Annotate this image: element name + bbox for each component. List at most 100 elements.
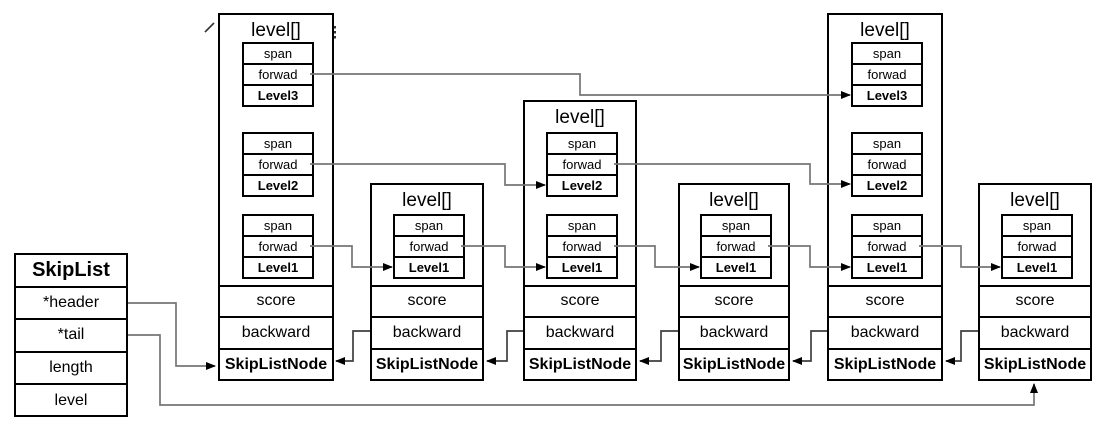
- node-1-score: score: [256, 292, 296, 309]
- node-2-score: score: [407, 292, 447, 309]
- node-2-type-name: SkipListNode: [375, 356, 479, 373]
- forward-cell: forwad: [395, 237, 463, 258]
- divider: [523, 285, 637, 287]
- forward-cell: forwad: [244, 65, 312, 86]
- level-name-cell: Level2: [866, 178, 908, 193]
- divider: [218, 285, 334, 287]
- forward-cell: forwad: [853, 155, 921, 176]
- level-name-cell: Level1: [561, 260, 603, 275]
- node-1-level-array-label: level[]: [251, 20, 301, 41]
- node-5-type-name: SkipListNode: [833, 356, 937, 373]
- backward-arrow-node4-node3: [639, 330, 678, 365]
- span-cell: span: [244, 44, 312, 65]
- forward-cell: forwad: [244, 237, 312, 258]
- span-cell: span: [548, 216, 616, 237]
- header-pointer-arrow: [128, 302, 216, 370]
- level-name-cell: Level1: [1016, 260, 1058, 275]
- divider: [14, 286, 128, 288]
- node-1-level1-entry: span forwad Level1: [242, 214, 314, 279]
- divider: [218, 316, 334, 318]
- span-cell: span: [702, 216, 770, 237]
- node-3-backward: backward: [545, 324, 615, 341]
- span-cell: span: [244, 134, 312, 155]
- forward-arrow-level2-node1-node3: [310, 163, 546, 189]
- forward-arrow-level2-node3-node5: [614, 163, 851, 188]
- node-6-type-name: SkipListNode: [983, 356, 1087, 373]
- node-2-level1-entry: span forwad Level1: [393, 214, 465, 279]
- divider: [14, 351, 128, 353]
- span-cell: span: [1003, 216, 1071, 237]
- node-1-level3-entry: span forwad Level3: [242, 42, 314, 107]
- span-cell: span: [395, 216, 463, 237]
- backward-arrow-node5-node4: [792, 330, 827, 365]
- node-3-level2-entry: span forwad Level2: [546, 132, 618, 197]
- node-6-level-array-label: level[]: [1010, 190, 1060, 211]
- forward-arrow-level3-node1-node5: [310, 73, 851, 99]
- backward-arrow-node6-node5: [945, 330, 978, 365]
- divider: [678, 285, 790, 287]
- node-5-level1-entry: span forwad Level1: [851, 214, 923, 279]
- divider: [370, 316, 484, 318]
- skiplist-field-level: level: [54, 392, 88, 409]
- node-3-level1-entry: span forwad Level1: [546, 214, 618, 279]
- node-3-score: score: [560, 292, 600, 309]
- divider: [978, 285, 1092, 287]
- forward-cell: forwad: [853, 237, 921, 258]
- node-6-level1-entry: span forwad Level1: [1001, 214, 1073, 279]
- level-name-cell: Level1: [866, 260, 908, 275]
- forward-cell: forwad: [548, 237, 616, 258]
- span-cell: span: [244, 216, 312, 237]
- divider: [978, 348, 1092, 350]
- node-4-score: score: [714, 292, 754, 309]
- level-name-cell: Level3: [257, 88, 299, 103]
- level-name-cell: Level1: [715, 260, 757, 275]
- level-name-cell: Level2: [561, 178, 603, 193]
- node-6-score: score: [1015, 292, 1055, 309]
- forward-cell: forwad: [702, 237, 770, 258]
- span-cell: span: [853, 44, 921, 65]
- node-1-type-name: SkipListNode: [224, 356, 328, 373]
- node-1-level2-entry: span forwad Level2: [242, 132, 314, 197]
- level-name-cell: Level1: [408, 260, 450, 275]
- skiplist-title: SkipList: [32, 259, 110, 281]
- node-5-level2-entry: span forwad Level2: [851, 132, 923, 197]
- divider: [978, 316, 1092, 318]
- level-name-cell: Level3: [866, 88, 908, 103]
- divider: [523, 316, 637, 318]
- divider: [827, 285, 943, 287]
- divider: [14, 318, 128, 320]
- divider: [827, 316, 943, 318]
- forward-cell: forwad: [1003, 237, 1071, 258]
- node-4-backward: backward: [699, 324, 769, 341]
- divider: [14, 383, 128, 385]
- node-5-level-array-label: level[]: [860, 20, 910, 41]
- node-1-backward: backward: [241, 324, 311, 341]
- backward-arrow-node2-node1: [335, 330, 370, 365]
- divider: [678, 316, 790, 318]
- node-5-backward: backward: [850, 324, 920, 341]
- skiplist-field-tail: *tail: [57, 326, 85, 343]
- node-2-backward: backward: [392, 324, 462, 341]
- node-4-level1-entry: span forwad Level1: [700, 214, 772, 279]
- node-5-level3-entry: span forwad Level3: [851, 42, 923, 107]
- node-3-type-name: SkipListNode: [528, 356, 632, 373]
- node-6-backward: backward: [1000, 324, 1070, 341]
- skiplist-struct-box: [14, 253, 128, 417]
- skiplist-field-length: length: [49, 359, 93, 376]
- forward-cell: forwad: [244, 155, 312, 176]
- forward-cell: forwad: [853, 65, 921, 86]
- divider: [370, 285, 484, 287]
- span-cell: span: [853, 134, 921, 155]
- span-cell: span: [853, 216, 921, 237]
- node-3-level-array-label: level[]: [555, 107, 605, 128]
- node-4-type-name: SkipListNode: [682, 356, 786, 373]
- level-name-cell: Level2: [257, 178, 299, 193]
- node-5-score: score: [865, 292, 905, 309]
- span-cell: span: [548, 134, 616, 155]
- backward-arrow-node3-node2: [486, 330, 523, 365]
- node-4-level-array-label: level[]: [709, 190, 759, 211]
- node-2-level-array-label: level[]: [402, 190, 452, 211]
- skiplist-field-header: *header: [42, 294, 100, 311]
- forward-cell: forwad: [548, 155, 616, 176]
